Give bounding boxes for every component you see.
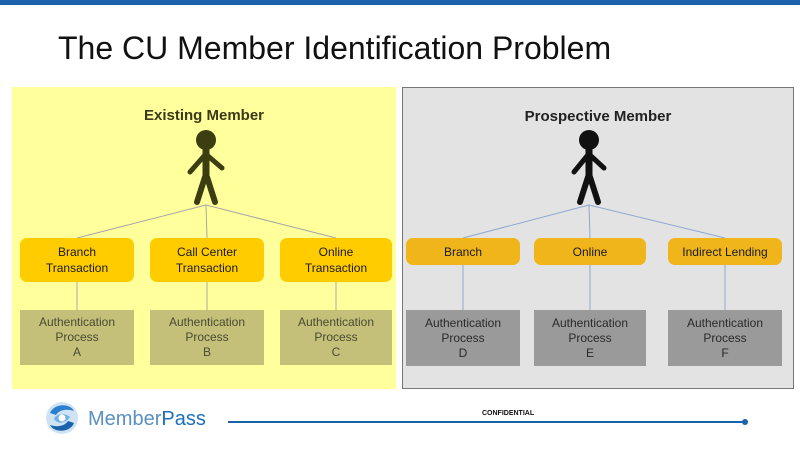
prospective-member-heading: Prospective Member [524,108,672,125]
existing-member-heading: Existing Member [143,107,265,124]
channel-online: Online [534,238,646,265]
auth-process-d: Authentication Process D [406,310,520,366]
existing-member-person-icon [187,130,225,205]
top-accent-bar [0,0,800,5]
channel-branch: Branch [406,238,520,265]
slide-title: The CU Member Identification Problem [58,30,612,66]
brand-wordmark: MemberPass [88,408,206,431]
brand-wordmark-part2: Pass [161,408,206,430]
auth-process-f: Authentication Process F [668,310,782,366]
channel-indirect-lending: Indirect Lending [668,238,782,265]
prospective-connectors [462,204,726,310]
confidential-label: CONFIDENTIAL [482,410,535,417]
footer-divider-dot [742,419,748,425]
auth-process-e: Authentication Process E [534,310,646,366]
channel-branch-transaction: Branch Transaction [20,238,134,282]
existing-connectors [76,204,337,310]
footer-divider-line [228,421,744,423]
brand-wordmark-part1: Member [88,408,162,430]
prospective-member-person-icon [571,130,607,205]
auth-process-a: Authentication Process A [20,310,134,365]
memberpass-logo-icon [46,402,78,434]
channel-online-transaction: Online Transaction [280,238,392,282]
auth-process-c: Authentication Process C [280,310,392,365]
channel-call-center-transaction: Call Center Transaction [150,238,264,282]
auth-process-b: Authentication Process B [150,310,264,365]
